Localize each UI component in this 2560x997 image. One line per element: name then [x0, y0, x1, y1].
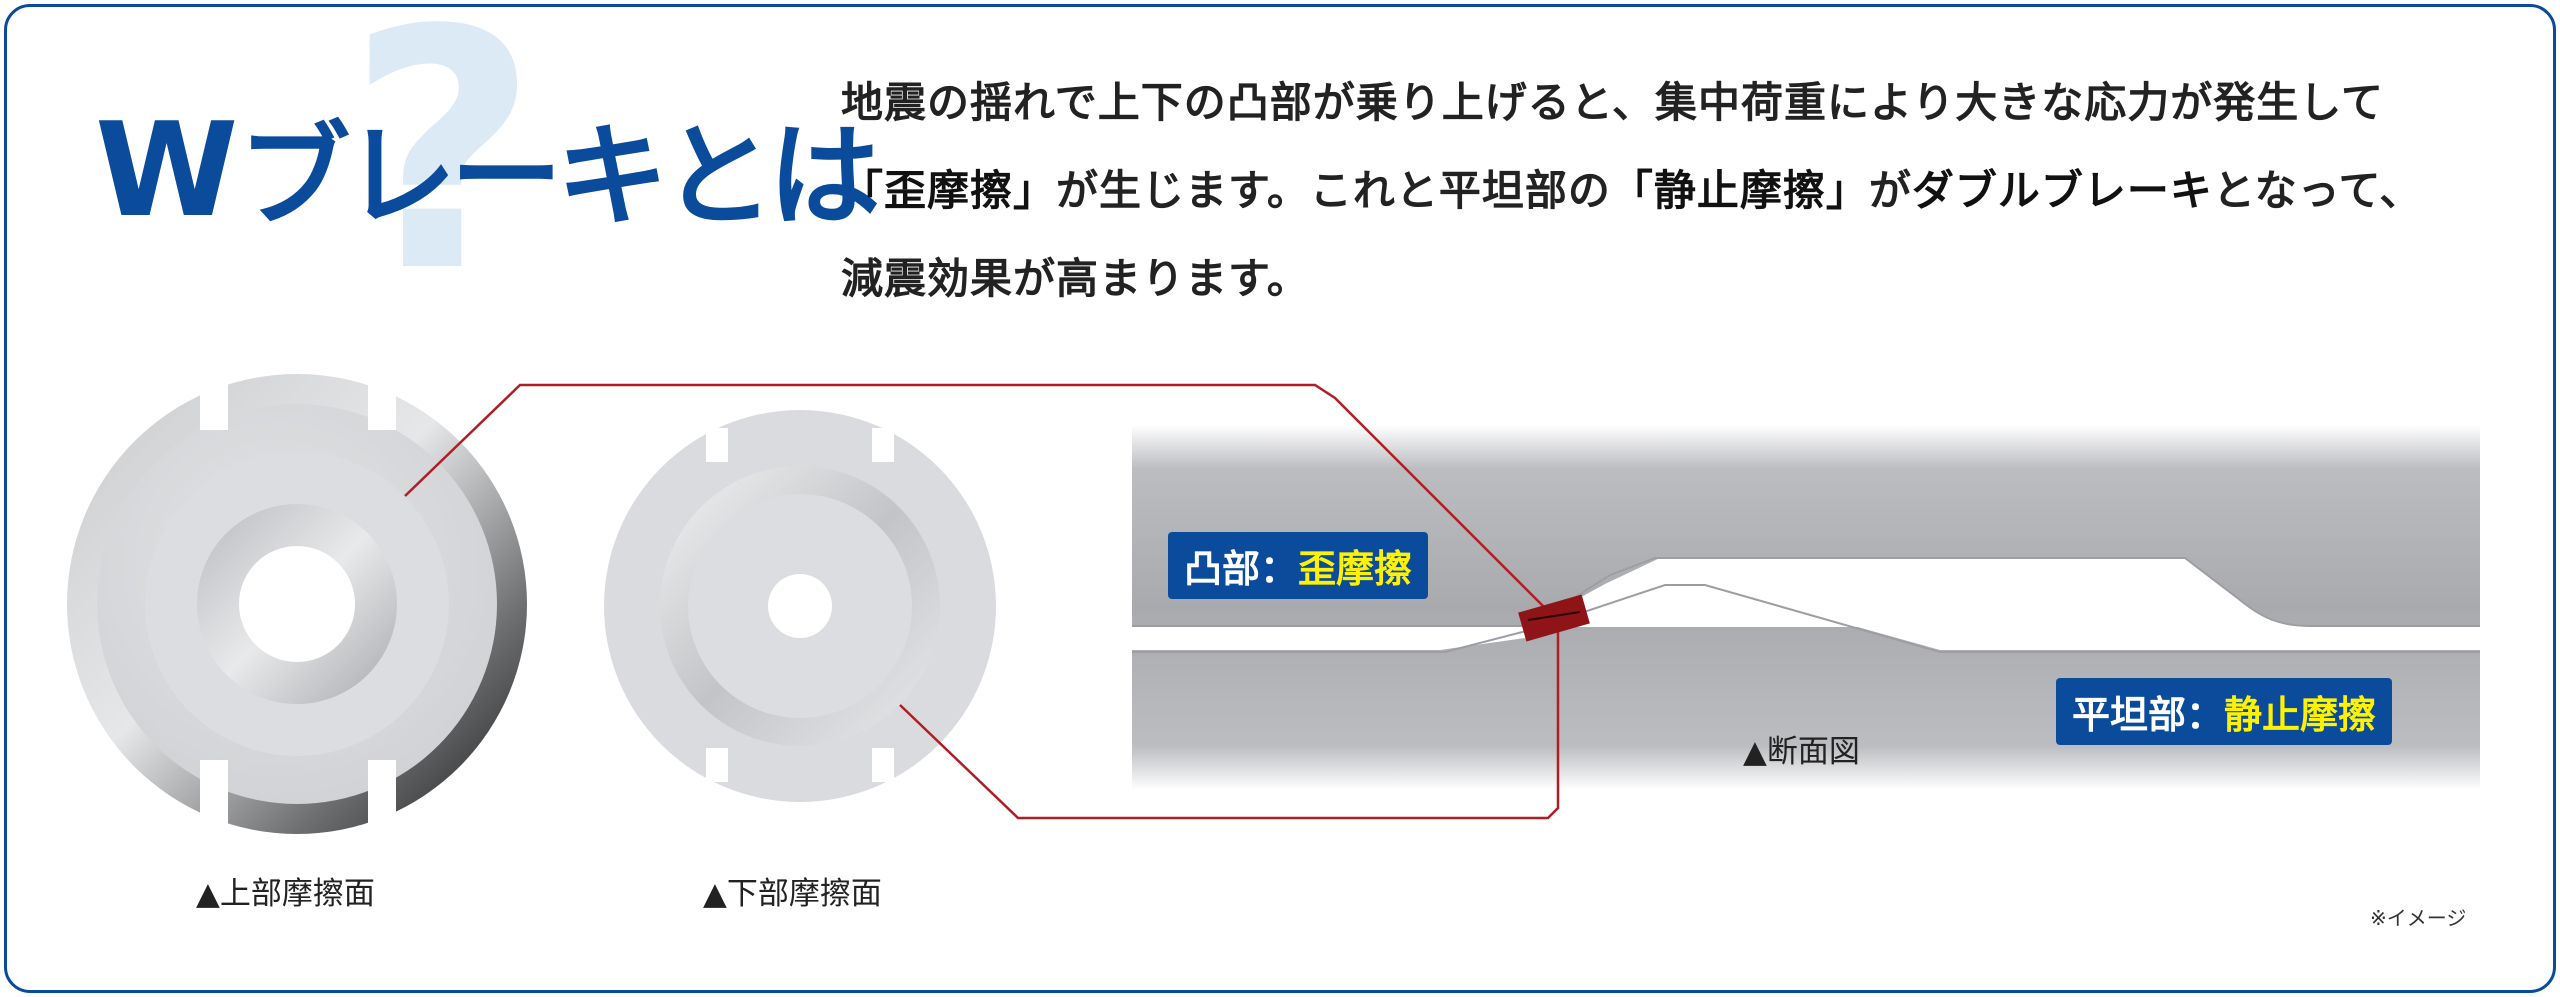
description-line-2-b: が生じます。これと平坦部の	[1056, 166, 1611, 215]
lower-disc-notch	[706, 428, 728, 462]
section-gap-upper	[1132, 558, 2480, 627]
upper-friction-disc	[67, 360, 527, 840]
description-line-3: 減震効果が高まります。	[841, 254, 1310, 303]
image-note: ※イメージ	[2370, 906, 2467, 930]
upper-leader-line	[404, 383, 1546, 609]
lower-surface-caption: ▲下部摩擦面	[703, 876, 882, 912]
description-line-2-d: が	[1868, 166, 1912, 215]
leader-lines	[404, 383, 1590, 820]
lower-disc-notch	[706, 748, 728, 782]
lower-leader-line	[899, 632, 1560, 820]
convex-label: 凸部：歪摩擦	[1168, 532, 1429, 599]
term-distortion-friction: 「歪摩擦」	[841, 166, 1057, 215]
title-w: W	[95, 94, 239, 246]
upper-disc-hole	[239, 546, 355, 662]
page-title: Wブレーキとは	[95, 105, 880, 235]
upper-part-profile	[1132, 557, 2480, 627]
upper-surface-caption: ▲上部摩擦面	[196, 876, 375, 912]
question-mark-decoration: ?	[347, 4, 539, 344]
description: 地震の揺れで上下の凸部が乗り上げると、集中荷重により大きな応力が発生して 「歪摩…	[841, 59, 2541, 323]
term-double-brake: ダブルブレーキ	[1911, 166, 2213, 215]
lower-disc-hole	[768, 574, 832, 638]
description-line-1: 地震の揺れで上下の凸部が乗り上げると、集中荷重により大きな応力が発生して	[841, 78, 2384, 127]
title-rest: ブレーキとは	[238, 112, 880, 242]
lower-disc-notch	[872, 428, 894, 462]
flat-label-value: 静止摩擦	[2224, 693, 2377, 737]
lower-friction-disc	[604, 410, 996, 802]
flat-label-name: 平坦部：	[2072, 693, 2225, 737]
description-line-2-f: となって、	[2212, 166, 2423, 215]
convex-label-value: 歪摩擦	[1298, 547, 1413, 591]
lower-part-profile	[1132, 584, 2480, 653]
convex-label-name: 凸部：	[1184, 547, 1299, 591]
lower-disc-notch	[872, 748, 894, 782]
contact-point-line	[1527, 611, 1581, 621]
upper-disc-notch	[200, 360, 228, 430]
flat-label: 平坦部：静止摩擦	[2056, 678, 2393, 745]
upper-disc-notch	[368, 760, 396, 840]
description-line-2: 「歪摩擦」が生じます。これと平坦部の「静止摩擦」がダブルブレーキとなって、	[841, 147, 2541, 235]
upper-disc-notch	[200, 760, 228, 840]
upper-disc-notch	[368, 360, 396, 430]
contact-point-marker	[1518, 594, 1590, 642]
term-static-friction: 「静止摩擦」	[1610, 166, 1869, 215]
section-caption: ▲断面図	[1743, 734, 1860, 770]
